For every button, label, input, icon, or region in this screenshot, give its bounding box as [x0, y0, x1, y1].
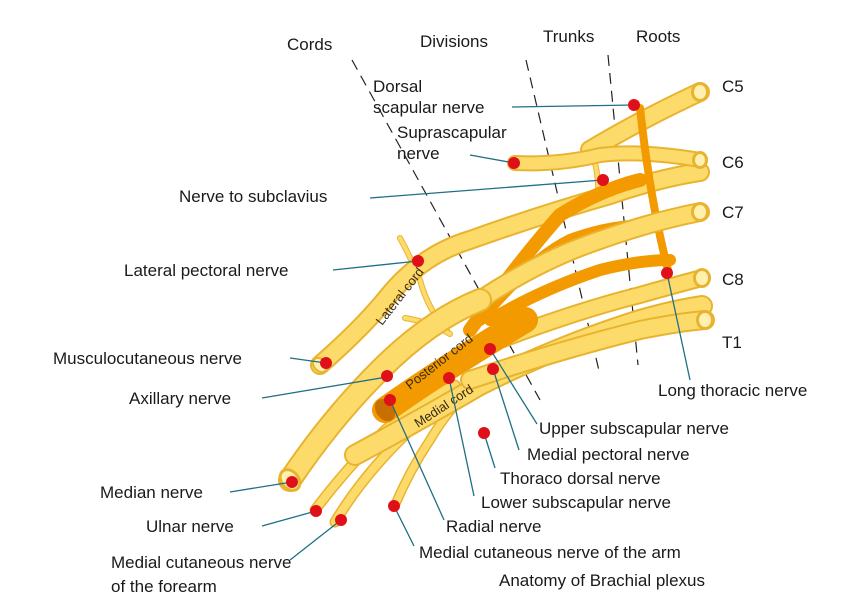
diagram-caption: Anatomy of Brachial plexus	[499, 571, 705, 590]
posterior-division-3	[484, 254, 676, 326]
ulnar-leader	[261, 510, 317, 527]
musculocutaneous-leader	[289, 357, 327, 364]
medial-pectoral-marker	[487, 363, 499, 375]
medial-cutaneous-arm-leader	[393, 505, 415, 547]
nerve-to-subclavius-label: Nerve to subclavius	[179, 187, 327, 206]
medial-pectoral-label: Medial pectoral nerve	[527, 445, 690, 464]
lateral-pectoral-marker	[412, 255, 424, 267]
medial-cutaneous-forearm-label-line2: of the forearm	[111, 577, 217, 596]
root-label-c7: C7	[722, 203, 744, 222]
medial-cutaneous-arm-label: Medial cutaneous nerve of the arm	[419, 543, 681, 562]
root-label-c8: C8	[722, 270, 744, 289]
roots-header: Roots	[636, 27, 680, 46]
root-label-t1: T1	[722, 333, 742, 352]
radial-label: Radial nerve	[446, 517, 541, 536]
dorsal-scapular-leader	[511, 104, 635, 108]
trunks-header: Trunks	[543, 27, 594, 46]
nerve-labels: Dorsal scapular nerve Suprascapular nerv…	[53, 77, 807, 596]
ulnar-marker	[310, 505, 322, 517]
suprascapular-label-line1: Suprascapular	[397, 123, 507, 142]
root-label-c6: C6	[722, 153, 744, 172]
lower-subscapular-label: Lower subscapular nerve	[481, 493, 671, 512]
medial-cutaneous-arm-marker	[388, 500, 400, 512]
long-thoracic-leader	[666, 272, 691, 381]
thoracodorsal-marker	[478, 427, 490, 439]
medial-cutaneous-forearm-marker	[335, 514, 347, 526]
lateral-pectoral-label: Lateral pectoral nerve	[124, 261, 288, 280]
long-thoracic-marker	[661, 267, 673, 279]
ulnar-label: Ulnar nerve	[146, 517, 234, 536]
musculocutaneous-marker	[320, 357, 332, 369]
root-labels: C5 C6 C7 C8 T1	[722, 77, 744, 352]
suprascapular-leader	[469, 154, 515, 164]
median-leader	[229, 481, 293, 493]
lower-subscapular-leader	[448, 377, 475, 497]
axillary-leader	[261, 376, 388, 399]
median-label: Median nerve	[100, 483, 203, 502]
cords-header: Cords	[287, 35, 332, 54]
long-thoracic-branch	[636, 104, 672, 274]
divisions-header: Divisions	[420, 32, 488, 51]
nerve-to-subclavius-leader	[369, 179, 604, 199]
upper-subscapular-leader	[489, 348, 538, 425]
dorsal-scapular-label-line1: Dorsal	[373, 77, 422, 96]
lateral-pectoral-leader	[332, 260, 419, 271]
leader-lines	[229, 104, 691, 561]
nerve-bundles	[278, 82, 715, 528]
cords-divisions-separator	[351, 59, 541, 401]
thoracodorsal-label: Thoraco dorsal nerve	[500, 469, 661, 488]
long-thoracic-label: Long thoracic nerve	[658, 381, 807, 400]
medial-cutaneous-forearm-label-line1: Medial cutaneous nerve	[111, 553, 292, 572]
lower-subscapular-marker	[443, 372, 455, 384]
radial-leader	[389, 399, 445, 521]
axillary-label: Axillary nerve	[129, 389, 231, 408]
dorsal-scapular-marker	[628, 99, 640, 111]
medial-cutaneous-forearm-leader	[289, 519, 342, 561]
upper-subscapular-marker	[484, 343, 496, 355]
nerve-markers	[286, 99, 673, 526]
upper-subscapular-label: Upper subscapular nerve	[539, 419, 729, 438]
axillary-marker	[381, 370, 393, 382]
radial-marker	[384, 394, 396, 406]
nerve-to-subclavius-marker	[597, 174, 609, 186]
musculocutaneous-label: Musculocutaneous nerve	[53, 349, 242, 368]
suprascapular-label-line2: nerve	[397, 144, 440, 163]
medial-pectoral-leader	[492, 368, 520, 451]
dorsal-scapular-label-line2: scapular nerve	[373, 98, 485, 117]
posterior-cord-bundle	[372, 307, 538, 423]
thoracodorsal-leader	[483, 432, 496, 469]
root-label-c5: C5	[722, 77, 744, 96]
suprascapular-marker	[508, 157, 520, 169]
column-headers: Cords Divisions Trunks Roots	[287, 27, 680, 54]
median-marker	[286, 476, 298, 488]
